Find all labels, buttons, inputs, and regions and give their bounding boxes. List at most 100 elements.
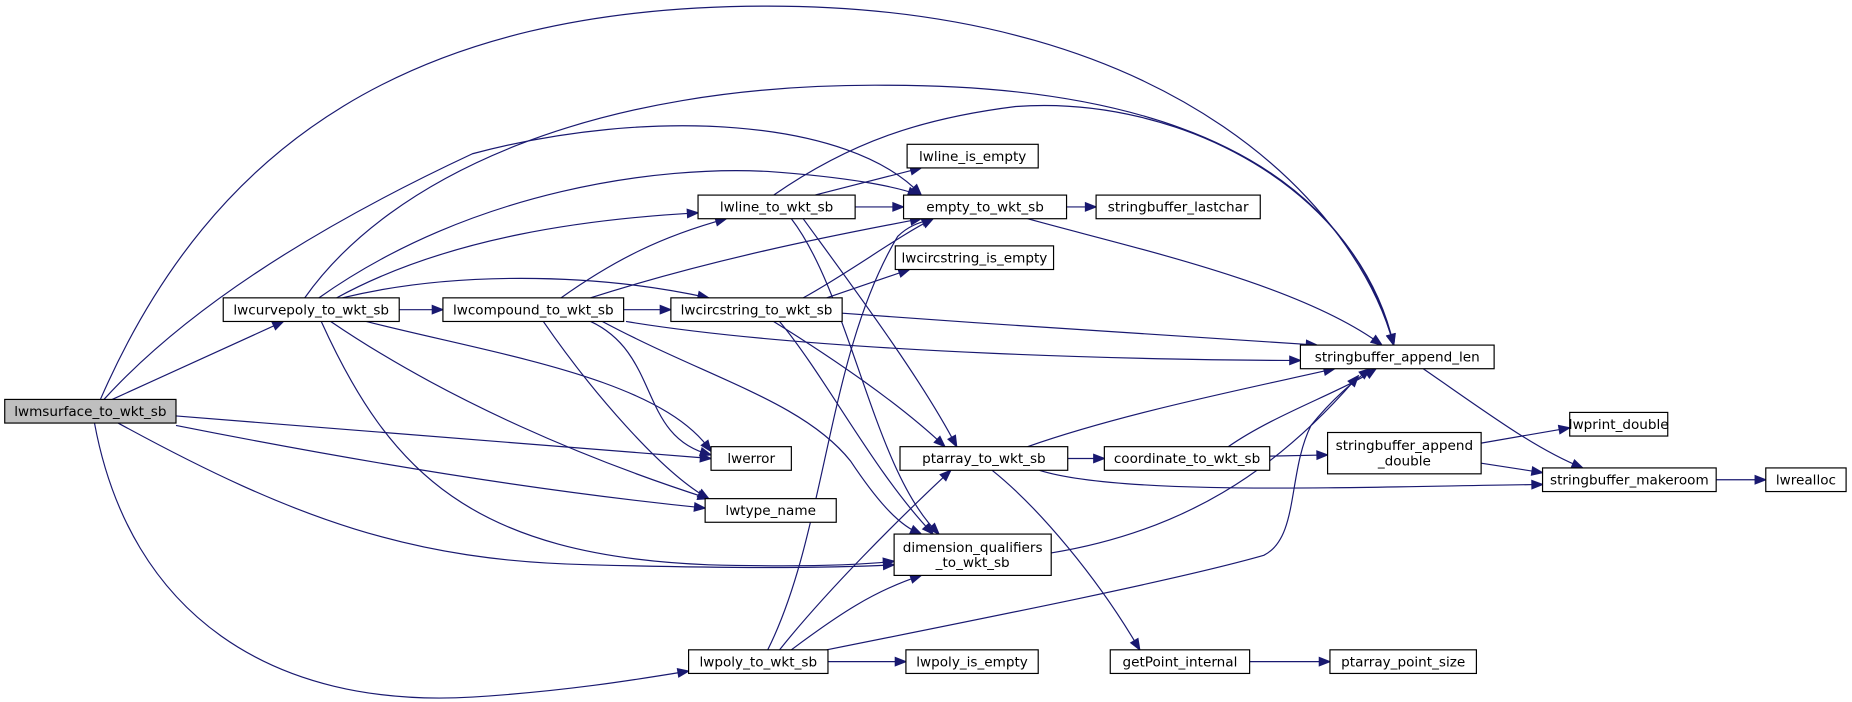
arrowhead-icon — [1318, 656, 1332, 667]
arrowhead-icon — [693, 501, 707, 512]
edge-line — [1039, 469, 1543, 489]
edge-lwcompound_to_wkt_sb-to-lwcircstring_to_wkt_sb — [623, 304, 673, 315]
node-lwerror[interactable]: lwerror — [710, 446, 792, 471]
arrowhead-icon — [1369, 334, 1384, 347]
arrowhead-icon — [431, 304, 445, 315]
edge-line — [93, 422, 689, 699]
node-label: empty_to_wkt_sb — [926, 200, 1044, 216]
edge-lwmsurface_to_wkt_sb-to-lwpoly_to_wkt_sb — [93, 422, 691, 699]
arrowhead-icon — [947, 434, 958, 449]
edge-line — [560, 218, 727, 299]
node-box — [442, 297, 625, 323]
node-box — [1103, 446, 1271, 471]
node-lwline-to-wkt-sb[interactable]: lwline_to_wkt_sb — [697, 194, 856, 220]
node-lwcircstring-to-wkt-sb[interactable]: lwcircstring_to_wkt_sb — [670, 297, 843, 323]
edge-empty_to_wkt_sb-to-stringbuffer_append_len — [1027, 218, 1384, 347]
arrowhead-icon — [676, 667, 691, 678]
arrowhead-icon — [1129, 637, 1141, 652]
edge-line — [814, 167, 922, 196]
node-label: lwerror — [727, 451, 775, 467]
edge-lwcompound_to_wkt_sb-to-lwerror — [590, 320, 713, 457]
node-box — [710, 446, 792, 471]
node-lwcurvepoly-to-wkt-sb[interactable]: lwcurvepoly_to_wkt_sb — [222, 297, 400, 323]
arrowhead-icon — [271, 320, 285, 331]
arrowhead-icon — [897, 268, 912, 278]
edge-line — [330, 320, 709, 500]
node-box — [1095, 194, 1261, 220]
node-lwrealloc[interactable]: lwrealloc — [1765, 467, 1847, 493]
node-label: lwline_to_wkt_sb — [720, 200, 833, 216]
node-label: lwcircstring_is_empty — [902, 250, 1048, 266]
arrowhead-icon — [1093, 453, 1106, 464]
node-stringbuffer-append-len[interactable]: stringbuffer_append_len — [1299, 344, 1495, 370]
node-lwprint-double[interactable]: lwprint_double — [1569, 411, 1669, 437]
node-stringbuffer-append-double[interactable]: stringbuffer_append_double — [1326, 431, 1482, 475]
edge-line — [320, 321, 895, 567]
node-box — [697, 194, 856, 220]
node-getPoint-internal[interactable]: getPoint_internal — [1109, 649, 1251, 675]
node-lwpoly-to-wkt-sb[interactable]: lwpoly_to_wkt_sb — [688, 649, 829, 675]
node-box — [1299, 344, 1495, 370]
arrowhead-icon — [939, 469, 952, 482]
edge-stringbuffer_append_double-to-lwprint_double — [1481, 424, 1572, 444]
edge-ptarray_to_wkt_sb-to-stringbuffer_makeroom — [1039, 469, 1545, 490]
edge-line — [625, 320, 1301, 362]
node-lwpoly-is-empty[interactable]: lwpoly_is_empty — [905, 649, 1039, 675]
edge-coordinate_to_wkt_sb-to-stringbuffer_append_double — [1269, 450, 1330, 461]
nodes-layer: lwmsurface_to_wkt_sblwcurvepoly_to_wkt_s… — [4, 143, 1847, 675]
node-label: _double — [1377, 454, 1431, 470]
edge-line — [826, 268, 910, 299]
node-ptarray-point-size[interactable]: ptarray_point_size — [1329, 649, 1477, 675]
node-stringbuffer-lastchar[interactable]: stringbuffer_lastchar — [1095, 194, 1261, 220]
arrowhead-icon — [892, 201, 906, 212]
edge-lwpoly_to_wkt_sb-to-ptarray_to_wkt_sb — [779, 469, 952, 651]
edge-line — [103, 125, 922, 400]
edge-lwcompound_to_wkt_sb-to-stringbuffer_append_len — [625, 320, 1303, 366]
arrowhead-icon — [894, 656, 908, 667]
edge-line — [336, 212, 699, 299]
node-box — [902, 194, 1068, 220]
node-coordinate-to-wkt-sb[interactable]: coordinate_to_wkt_sb — [1103, 446, 1271, 471]
node-label: stringbuffer_append — [1336, 438, 1473, 454]
node-box — [1541, 467, 1717, 493]
node-box — [704, 498, 837, 523]
edge-line — [590, 320, 712, 456]
node-empty-to-wkt-sb[interactable]: empty_to_wkt_sb — [902, 194, 1068, 220]
edge-lwmsurface_to_wkt_sb-to-dimension_qualifiers_to_wkt_sb — [117, 422, 896, 571]
edge-lwmsurface_to_wkt_sb-to-lwerror — [175, 415, 713, 463]
edge-line — [773, 104, 1395, 346]
node-lwline-is-empty[interactable]: lwline_is_empty — [906, 143, 1039, 169]
arrowhead-icon — [1358, 367, 1372, 380]
node-label: lwtype_name — [725, 503, 816, 519]
edge-line — [111, 320, 284, 400]
edge-lwline_to_wkt_sb-to-ptarray_to_wkt_sb — [802, 218, 958, 449]
node-lwcircstring-is-empty[interactable]: lwcircstring_is_empty — [894, 245, 1055, 271]
arrowhead-icon — [1557, 424, 1572, 435]
edge-lwmsurface_to_wkt_sb-to-lwcurvepoly_to_wkt_sb — [111, 320, 285, 400]
node-box — [905, 649, 1039, 675]
node-box — [1109, 649, 1251, 675]
node-ptarray-to-wkt-sb[interactable]: ptarray_to_wkt_sb — [899, 446, 1069, 471]
edge-lwcurvepoly_to_wkt_sb-to-lwline_to_wkt_sb — [336, 208, 700, 299]
node-label: lwprint_double — [1569, 417, 1669, 433]
node-lwcompound-to-wkt-sb[interactable]: lwcompound_to_wkt_sb — [442, 297, 625, 323]
edge-lwcircstring_to_wkt_sb-to-lwcircstring_is_empty — [826, 268, 912, 299]
edge-line — [1422, 368, 1583, 469]
node-lwtype-name[interactable]: lwtype_name — [704, 498, 837, 523]
node-box — [1326, 431, 1482, 475]
node-label: stringbuffer_append_len — [1315, 350, 1480, 366]
edge-ptarray_to_wkt_sb-to-stringbuffer_append_len — [1027, 366, 1337, 448]
edge-line — [602, 320, 922, 535]
edge-line — [590, 218, 922, 299]
edge-lwcurvepoly_to_wkt_sb-to-empty_to_wkt_sb — [318, 170, 921, 299]
node-stringbuffer-makeroom[interactable]: stringbuffer_makeroom — [1541, 467, 1717, 493]
edge-line — [790, 574, 922, 651]
node-label: ptarray_to_wkt_sb — [922, 451, 1046, 467]
node-dimension-qualifiers-to-wkt-sb[interactable]: dimension_qualifiers_to_wkt_sb — [893, 533, 1052, 577]
edge-line — [1051, 375, 1359, 554]
edge-lwcurvepoly_to_wkt_sb-to-lwerror — [366, 320, 713, 453]
edge-line — [1027, 218, 1383, 346]
node-label: stringbuffer_makeroom — [1550, 472, 1709, 488]
arrowhead-icon — [1084, 201, 1098, 212]
edge-lwline_to_wkt_sb-to-stringbuffer_append_len — [773, 104, 1396, 347]
